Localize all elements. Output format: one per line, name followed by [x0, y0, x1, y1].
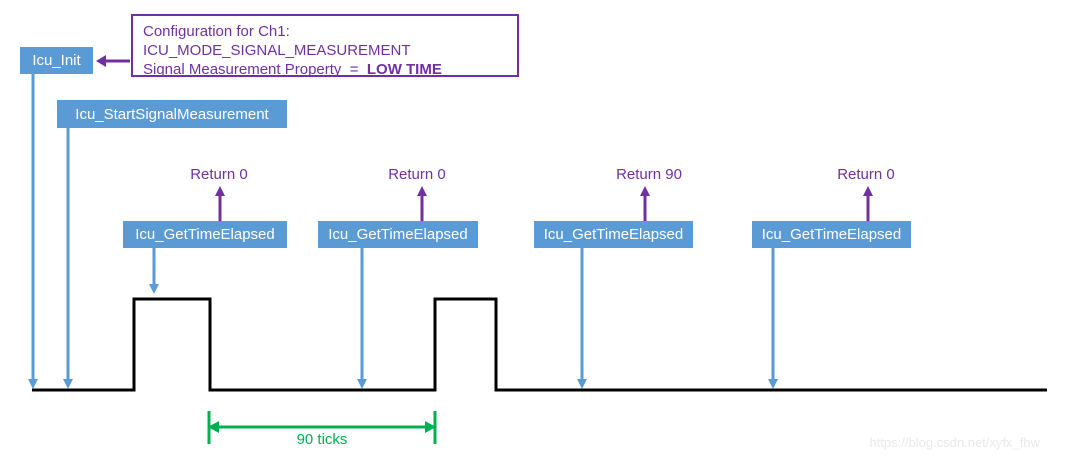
return-arrow-4	[863, 186, 873, 221]
config-note-arrow	[96, 55, 130, 67]
get-time-elapsed-2-call-arrow	[357, 248, 367, 389]
signal-waveform-line	[32, 297, 1047, 392]
configuration-note-line1: Configuration for Ch1:	[143, 23, 290, 40]
icu-get-time-elapsed-call-box-3: Icu_GetTimeElapsed	[534, 221, 693, 248]
configuration-note-line3: Signal Measurement Property = LOW TIME	[143, 60, 517, 79]
get-time-elapsed-4-call-arrow	[768, 248, 778, 389]
return-value-label-4: Return 0	[837, 166, 895, 183]
return-arrow-2	[417, 186, 427, 221]
start-signal-measurement-call-arrow	[63, 128, 73, 389]
return-value-label-2: Return 0	[388, 166, 446, 183]
icu-get-time-elapsed-call-box-2: Icu_GetTimeElapsed	[318, 221, 478, 248]
get-time-elapsed-1-call-arrow	[149, 248, 159, 294]
watermark-url: https://blog.csdn.net/xyfx_fhw	[869, 435, 1040, 450]
icu-init-call-arrow	[28, 74, 38, 389]
return-value-label-1: Return 0	[190, 166, 248, 183]
icu-start-signal-measurement-call-box: Icu_StartSignalMeasurement	[57, 100, 287, 128]
configuration-note-line2: ICU_MODE_SIGNAL_MEASUREMENT	[143, 42, 411, 59]
configuration-note: Configuration for Ch1: ICU_MODE_SIGNAL_M…	[131, 14, 519, 79]
return-arrow-1	[215, 186, 225, 221]
icu-get-time-elapsed-call-box-1: Icu_GetTimeElapsed	[123, 221, 287, 248]
ticks-dimension-label: 90 ticks	[296, 431, 348, 448]
get-time-elapsed-3-call-arrow	[577, 248, 587, 389]
return-value-label-3: Return 90	[616, 166, 682, 183]
icu-get-time-elapsed-call-box-4: Icu_GetTimeElapsed	[752, 221, 911, 248]
return-arrow-3	[640, 186, 650, 221]
signal-measurement-property-label: Signal Measurement Property =	[143, 61, 367, 78]
ticks-dimension-arrow	[207, 411, 437, 444]
icu-init-call-box: Icu_Init	[20, 47, 93, 74]
signal-measurement-property-value: LOW TIME	[366, 61, 442, 78]
